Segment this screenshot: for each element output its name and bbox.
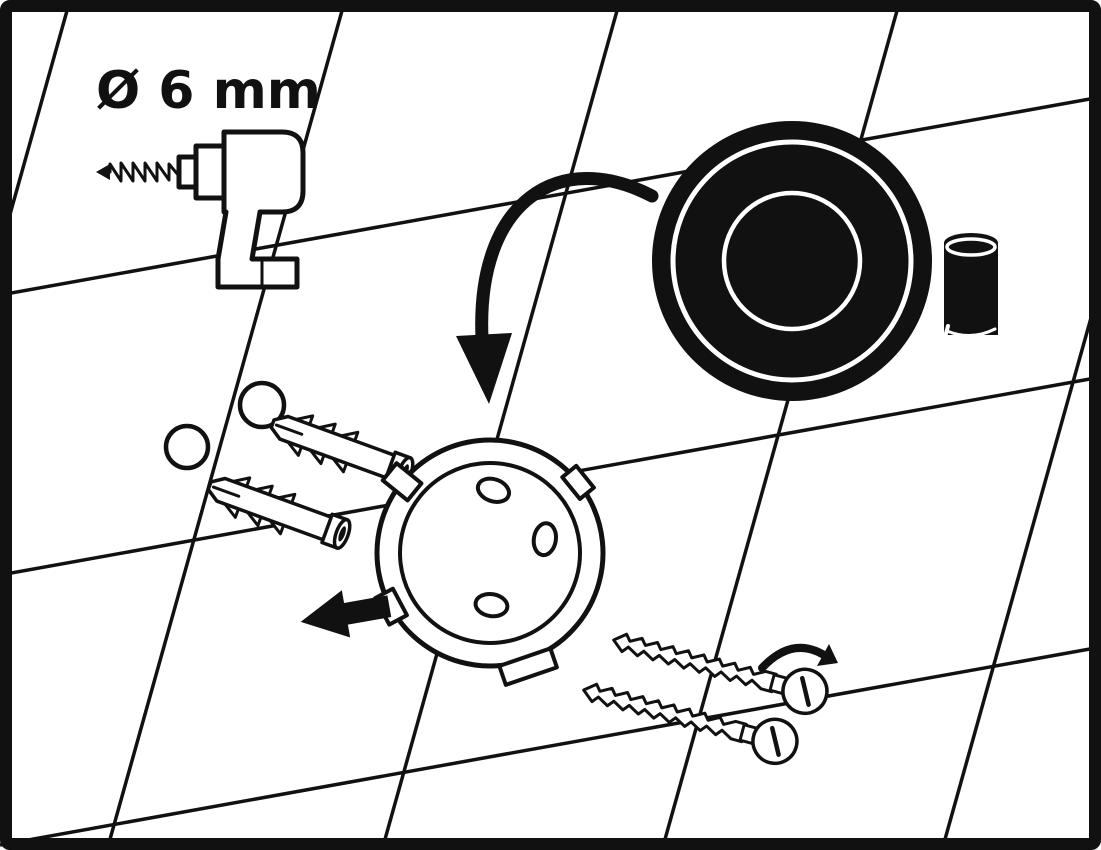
plate-screw-hole (531, 521, 559, 558)
tile-line (0, 645, 1101, 847)
tile-line (0, 95, 1101, 297)
hook-peg (944, 233, 998, 335)
drill-icon (96, 129, 306, 290)
plate-screw-hole (473, 591, 510, 619)
wall-plug-icon (200, 464, 357, 558)
plate-notch (380, 461, 424, 503)
drill-bit-tip (96, 164, 110, 180)
mounting-plate-icon (373, 437, 606, 687)
drill-diameter-label: Ø 6 mm (96, 61, 321, 121)
drill-step: Ø 6 mm (96, 61, 321, 290)
plate-tab (497, 646, 559, 687)
drilled-holes (163, 380, 287, 471)
drill-bit (108, 161, 181, 183)
hook-flange (652, 121, 932, 401)
rotate-arrow-icon (456, 172, 659, 404)
drilled-hole-icon (237, 380, 287, 430)
screw-turn-arrow-icon (758, 644, 838, 672)
insert-arrow-icon (300, 590, 392, 638)
plate-notch (560, 463, 596, 501)
wall-hook-icon (652, 121, 998, 401)
drilled-hole-icon (163, 423, 211, 471)
plate-screw-hole (475, 476, 512, 504)
tile-line (380, 0, 622, 850)
tile-line (940, 275, 1101, 850)
tile-line (105, 0, 347, 850)
